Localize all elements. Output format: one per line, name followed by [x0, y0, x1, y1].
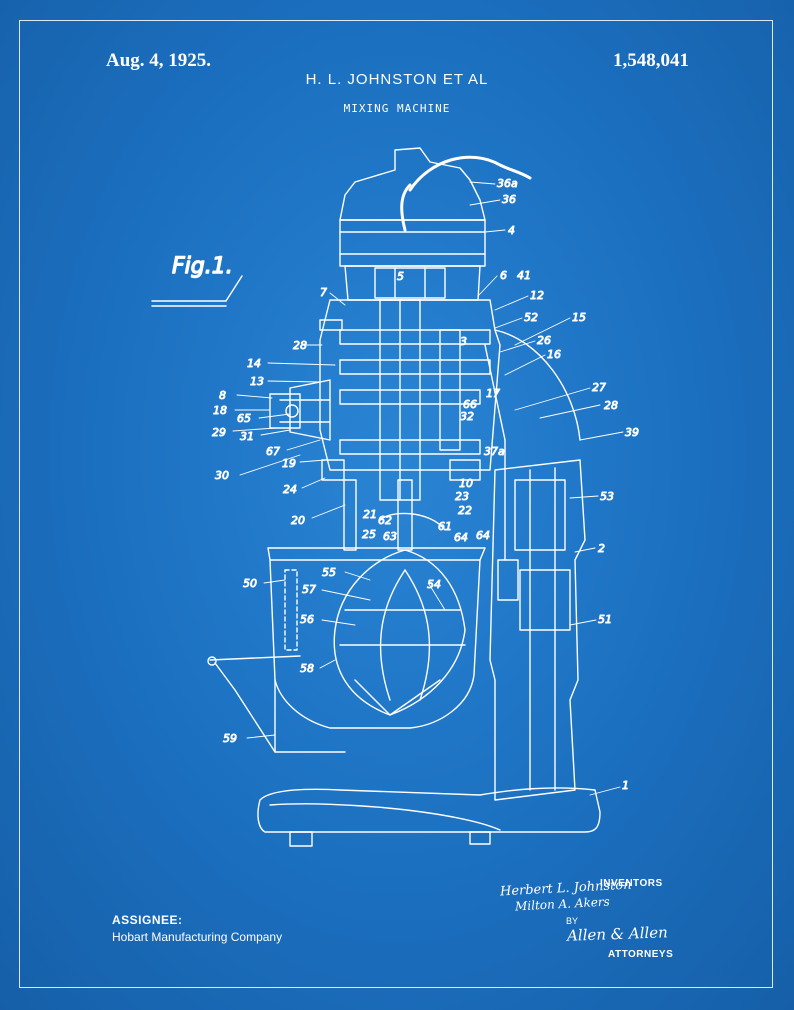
column	[484, 329, 586, 801]
motor-housing	[339, 147, 486, 301]
ref-31: 29	[212, 426, 226, 439]
ref-20: 20	[291, 514, 305, 527]
ref-53: 53	[600, 490, 614, 503]
ref-26: 3	[460, 335, 467, 348]
blueprint-border	[19, 20, 773, 988]
ref-62: 62	[378, 514, 392, 527]
ref-7: 7	[320, 286, 327, 299]
ref-8: 17	[486, 387, 500, 400]
base	[257, 787, 601, 847]
ref-1: 1	[622, 779, 629, 792]
ref-3-side: 28	[604, 399, 618, 412]
ref-68: 31	[240, 430, 254, 443]
inventors-heading: INVENTORS	[600, 878, 663, 889]
ref-27: 66	[463, 398, 477, 411]
attorney-signature: Allen & Allen	[566, 923, 669, 945]
patent-number: 1,548,041	[613, 50, 689, 71]
patent-title: MIXING MACHINE	[343, 102, 451, 115]
ref-64-b: 64	[476, 529, 490, 542]
ref-3-top: 28	[293, 339, 307, 352]
ref-23: 23	[455, 490, 469, 503]
ref-14: 26	[537, 334, 551, 347]
ref-54: 54	[427, 578, 441, 591]
mixing-bowl	[207, 547, 486, 753]
ref-50: 50	[243, 577, 257, 590]
reference-numerals: 36a 36 4 5 6 41 7 12 52 15 28 3 26 14 16…	[212, 177, 639, 796]
ref-4: 4	[508, 224, 515, 237]
ref-41: 41	[517, 269, 531, 282]
ref-18: 8	[219, 389, 226, 402]
ref-13: 16	[547, 348, 561, 361]
ref-24: 24	[283, 483, 297, 496]
ref-21: 21	[363, 508, 377, 521]
assignee-heading: ASSIGNEE:	[112, 913, 183, 927]
ref-63: 63	[383, 530, 397, 543]
ref-64-a: 64	[454, 531, 468, 544]
ref-51: 51	[598, 613, 612, 626]
assignee-name: Hobart Manufacturing Company	[112, 930, 283, 944]
ref-36: 36	[502, 193, 516, 206]
ref-19: 19	[282, 457, 296, 470]
ref-56: 56	[300, 613, 314, 626]
ref-16: 14	[247, 357, 261, 370]
ref-37a: 37a	[484, 445, 505, 458]
gear-case	[319, 299, 501, 501]
ref-29: 27	[592, 381, 606, 394]
ref-25: 25	[362, 528, 376, 541]
ref-36a: 36a	[497, 177, 518, 190]
ref-52: 52	[524, 311, 538, 324]
by-label: BY	[566, 916, 579, 926]
ref-32: 32	[460, 410, 474, 423]
ref-55: 55	[322, 566, 336, 579]
ref-61: 61	[438, 520, 452, 533]
attorneys-heading: ATTORNEYS	[608, 949, 674, 960]
figure-label: Fig.1.	[151, 253, 243, 307]
ref-10: 10	[459, 477, 473, 490]
ref-2: 2	[598, 542, 605, 555]
flat-beater	[333, 549, 466, 716]
ref-58: 58	[300, 662, 314, 675]
ref-57: 57	[302, 583, 316, 596]
ref-65: 18	[213, 404, 227, 417]
figure-label-text: Fig.1.	[172, 254, 233, 279]
patent-date: Aug. 4, 1925.	[106, 50, 212, 71]
ref-59: 59	[223, 732, 237, 745]
ref-22: 22	[458, 504, 472, 517]
ref-28: 15	[572, 311, 586, 324]
ref-67: 67	[266, 445, 280, 458]
inventor-heading: H. L. JOHNSTON ET AL	[305, 71, 489, 88]
attachment-hub	[269, 379, 331, 441]
ref-39: 39	[625, 426, 639, 439]
ref-17: 13	[250, 375, 264, 388]
ref-5: 5	[397, 270, 404, 283]
ref-30: 30	[215, 469, 229, 482]
ref-6: 6	[500, 269, 507, 282]
ref-12: 12	[530, 289, 544, 302]
ref-66: 65	[237, 412, 251, 425]
